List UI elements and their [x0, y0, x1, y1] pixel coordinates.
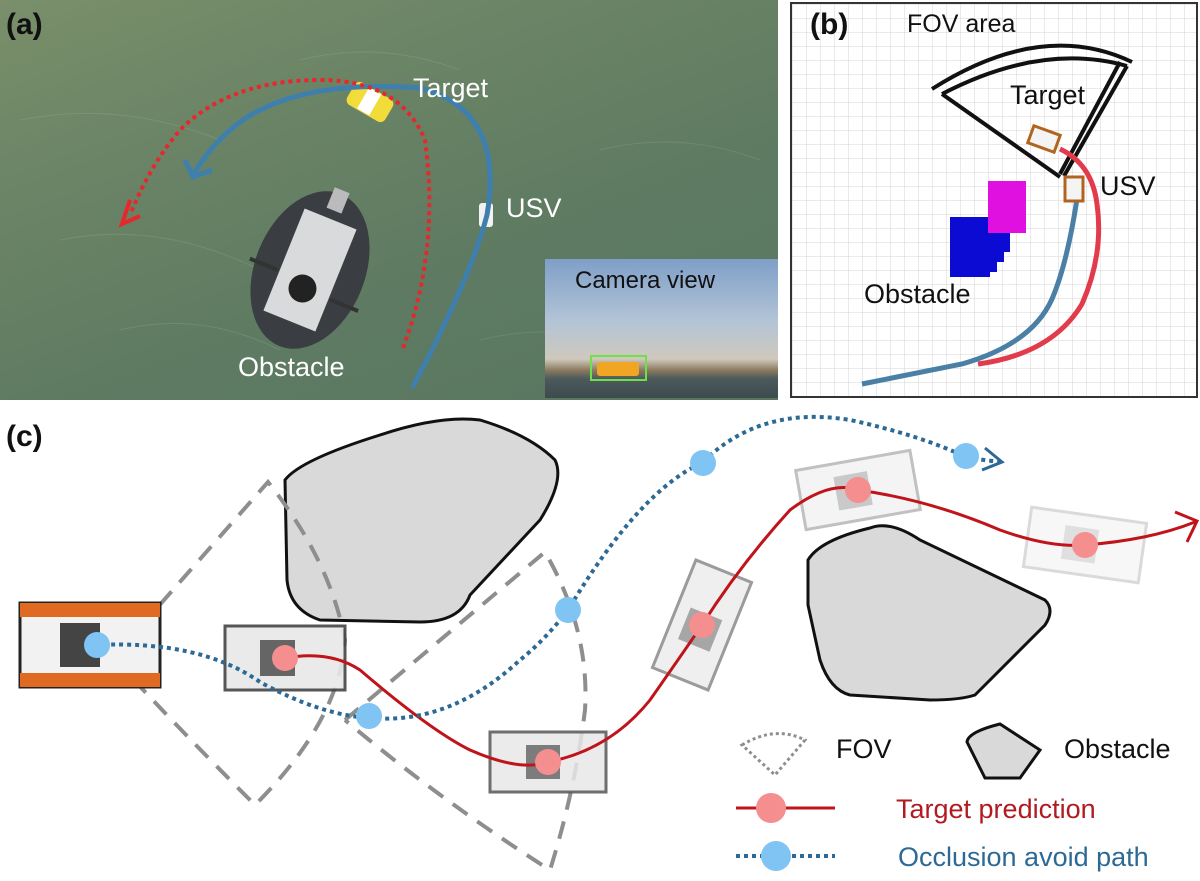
- panel-b-canvas: [792, 4, 1196, 396]
- camera-view-inset: Camera view: [545, 259, 778, 398]
- target-marker: [535, 749, 561, 775]
- fov-cones: [118, 478, 588, 874]
- legend-target-marker: [756, 793, 786, 823]
- target-marker: [689, 612, 715, 638]
- occlusion-marker: [690, 450, 716, 476]
- occlusion-marker: [356, 703, 382, 729]
- legend-fov-icon: [739, 732, 808, 778]
- legend-target-prediction-label: Target prediction: [896, 794, 1096, 824]
- fov-area-label: FOV area: [907, 10, 1016, 38]
- usv-label: USV: [506, 193, 562, 223]
- target-prediction-arrowhead: [1174, 510, 1200, 543]
- obstacle-label: Obstacle: [864, 279, 971, 309]
- target-label: Target: [1010, 80, 1086, 110]
- panel-b-simulation-map: (b) FOV area Target USV Obstacle: [790, 2, 1198, 398]
- obstacle-2: [806, 524, 1052, 702]
- usv-path-arrowhead: [182, 158, 213, 181]
- legend-fov-label: FOV: [836, 734, 892, 764]
- panel-c-concept-diagram: (c) FOV Obstacle Target prediction Occlu…: [0, 400, 1200, 880]
- panel-a-aerial-photo: (a) Target USV Obstacle Camera view: [0, 0, 778, 400]
- legend-occlusion-marker: [761, 841, 791, 871]
- panel-c-label: (c): [6, 420, 43, 453]
- camera-target-boat: [597, 362, 639, 376]
- usv-vehicle: [1063, 175, 1085, 203]
- occlusion-markers: [84, 443, 979, 729]
- detection-box: [590, 355, 647, 381]
- panel-a-overlay: [19, 51, 761, 390]
- usv-label: USV: [1100, 171, 1156, 201]
- obstacle-boat: [249, 187, 370, 349]
- predicted-path: [128, 77, 432, 349]
- usv-path: [861, 198, 1080, 387]
- occlusion-marker: [953, 443, 979, 469]
- target-marker: [845, 477, 871, 503]
- target-vehicle: [1025, 123, 1063, 155]
- fov-area: [930, 43, 1133, 179]
- panel-b-label: (b): [810, 8, 849, 41]
- target-path: [977, 146, 1102, 367]
- legend-obstacle-label: Obstacle: [1064, 734, 1171, 764]
- occlusion-marker: [555, 597, 581, 623]
- usv-path: [190, 83, 493, 390]
- obstacle-label: Obstacle: [238, 352, 345, 382]
- target-marker: [1072, 532, 1098, 558]
- predicted-path-arrowhead: [118, 199, 141, 228]
- occlusion-avoid-arrowhead: [981, 446, 1005, 472]
- legend-occlusion-avoid-label: Occlusion avoid path: [898, 842, 1149, 872]
- target-markers: [272, 477, 1098, 775]
- panel-c-canvas: [18, 414, 1200, 874]
- occlusion-marker: [84, 632, 110, 658]
- obstacle-1: [283, 417, 560, 624]
- legend-obstacle-icon: [965, 722, 1043, 780]
- target-label: Target: [413, 73, 489, 103]
- camera-view-caption: Camera view: [575, 267, 716, 294]
- target-marker: [272, 645, 298, 671]
- obstacle-blocks: [950, 181, 1026, 277]
- panel-a-label: (a): [6, 8, 43, 41]
- target-boat: [346, 81, 394, 123]
